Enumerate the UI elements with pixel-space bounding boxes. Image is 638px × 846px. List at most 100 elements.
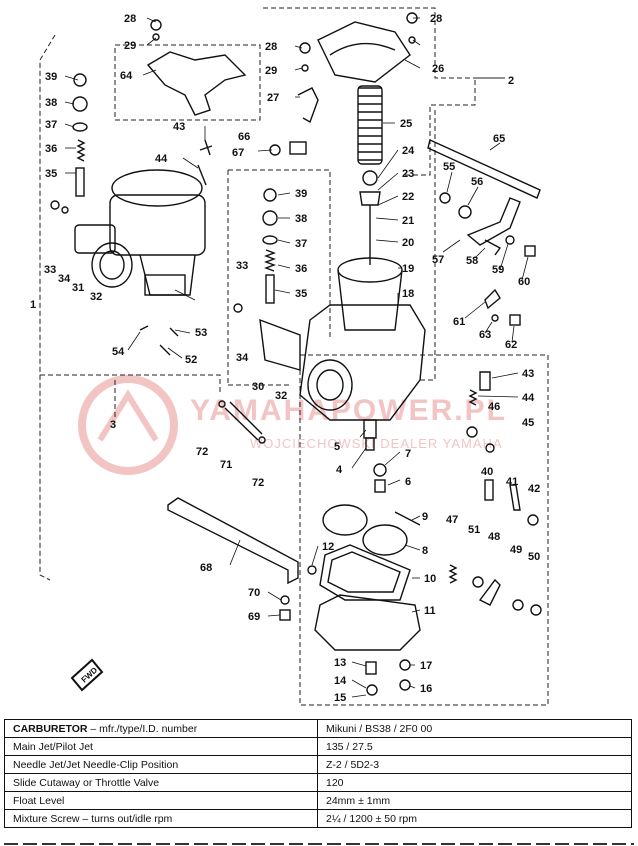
carburetor-spec-table: CARBURETOR – mfr./type/I.D. number Mikun… [4,719,632,828]
callout: 37 [45,119,57,131]
callout: 10 [424,573,436,585]
callout: 35 [45,168,57,180]
top-diaphragm-cover [317,21,411,83]
callout: 61 [453,316,465,328]
spec-row: Slide Cutaway or Throttle Valve 120 [4,773,632,792]
left-carb-top-cover [111,169,203,207]
callout: 39 [45,71,57,83]
callout: 62 [505,339,517,351]
callout: 57 [432,254,444,266]
left-carb-body [109,194,206,256]
spec-row-label: Float Level [4,791,318,810]
group-boundaries [39,7,549,706]
spec-row-label: Needle Jet/Jet Needle-Clip Position [4,755,318,774]
part-sketches [50,12,542,696]
spec-row: Main Jet/Pilot Jet 135 / 27.5 [4,737,632,756]
spec-row: Needle Jet/Jet Needle-Clip Position Z-2 … [4,755,632,774]
callout: 22 [402,191,414,203]
callout: 7 [405,448,411,460]
callout: 28 [265,41,277,53]
callout: 72 [252,477,264,489]
callout: 42 [528,483,540,495]
spec-row-label: Main Jet/Pilot Jet [4,737,318,756]
callout: 72 [196,446,208,458]
callout: 29 [124,40,136,52]
callout: 48 [488,531,500,543]
callout: 38 [295,213,307,225]
throttle-shaft [427,139,541,199]
callout: 71 [220,459,232,471]
callout: 2 [508,75,514,87]
callout: 32 [275,390,287,402]
spec-row-value: 24mm ± 1mm [317,791,632,810]
callout: 36 [295,263,307,275]
callout: 60 [518,276,530,288]
callout: 27 [267,92,279,104]
watermark-logo [78,375,178,475]
callout: 50 [528,551,540,563]
callout: 63 [479,329,491,341]
callout: 51 [468,524,480,536]
callout: 33 [44,264,56,276]
callout: 28 [124,13,136,25]
left-plug [73,73,87,87]
callout: 58 [466,255,478,267]
callout: 53 [195,327,207,339]
callout: 47 [446,514,458,526]
callout: 66 [238,131,250,143]
callout: 44 [155,153,168,165]
callout: 34 [58,273,71,285]
float-bowl-gasket [319,544,411,601]
spec-row: Mixture Screw – turns out/idle rpm 2¼ / … [4,809,632,828]
callout: 49 [510,544,522,556]
callout: 69 [248,611,260,623]
cropped-caption-strip [4,843,634,845]
callout: 13 [334,657,346,669]
callout: 19 [402,263,414,275]
callout: 4 [336,464,343,476]
callout: 28 [430,13,442,25]
spec-row-value: Z-2 / 5D2-3 [317,755,632,774]
float-bowl [314,594,421,651]
float-right [362,524,408,556]
callout: 21 [402,215,414,227]
callout: 23 [402,168,414,180]
callout: 25 [400,118,412,130]
callout: 29 [265,65,277,77]
callout: 46 [488,401,500,413]
callout: 40 [481,466,493,478]
callout: 41 [506,476,518,488]
float-left [322,504,368,536]
callout: 30 [252,381,264,393]
callout: 67 [232,147,244,159]
callout: 32 [90,291,102,303]
callout: 68 [200,562,212,574]
watermark: YAMAHAPOWER.PL WOJCIECHOWSKI DEALER YAMA… [78,375,505,475]
spec-header-value: Mikuni / BS38 / 2F0 00 [317,719,632,738]
spec-row-label: Mixture Screw – turns out/idle rpm [4,809,318,828]
watermark-subtext: WOJCIECHOWSKI DEALER YAMAHA [250,436,503,451]
callout: 33 [236,260,248,272]
callout: 34 [236,352,249,364]
callout: 64 [120,70,133,82]
callout: 43 [173,121,185,133]
callout: 16 [420,683,432,695]
callout: 70 [248,587,260,599]
spec-row-value: 135 / 27.5 [317,737,632,756]
leader-lines [64,17,529,698]
callout: 24 [402,145,415,157]
callout: 3 [110,419,116,431]
callout: 54 [112,346,125,358]
callout: 52 [185,354,197,366]
callout: 45 [522,417,534,429]
top-plate [146,51,247,116]
callout: 26 [432,63,444,75]
part-callouts: 28 29 64 39 38 37 36 35 33 34 31 32 43 4… [30,13,540,704]
callout: 18 [402,288,414,300]
callout: 9 [422,511,428,523]
spec-table-header: CARBURETOR – mfr./type/I.D. number Mikun… [4,719,632,738]
callout: 35 [295,288,307,300]
spec-row-value: 120 [317,773,632,792]
left-carb-intake [91,242,133,288]
callout: 56 [471,176,483,188]
